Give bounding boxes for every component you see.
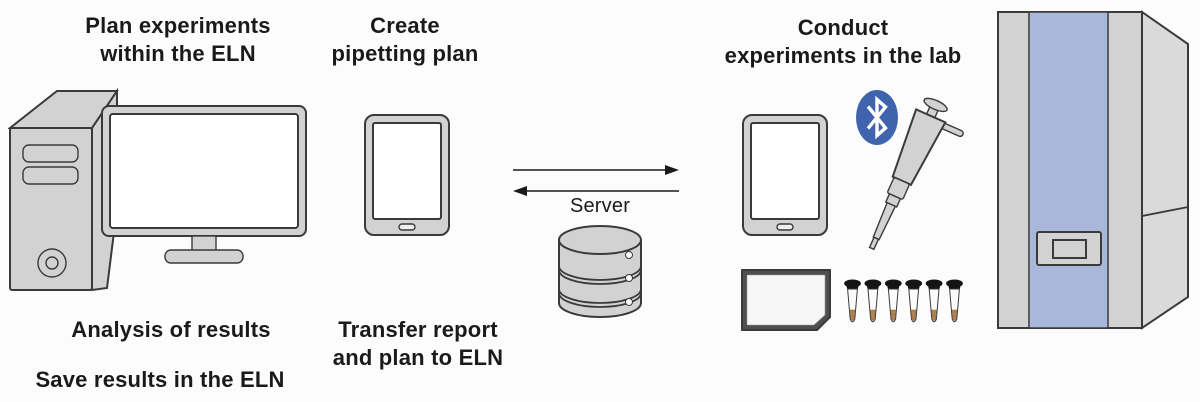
database-joint-2b (558, 292, 642, 308)
database-led-3 (625, 298, 633, 306)
instrument-door-panel (1028, 11, 1109, 329)
bluetooth-rune (866, 95, 888, 140)
bluetooth-icon (856, 90, 898, 145)
database-server-icon (558, 225, 642, 318)
database-top (558, 225, 642, 255)
pcr-tube (884, 279, 902, 323)
home-button (398, 223, 416, 231)
tablet-screen (372, 122, 442, 220)
pipette-tip (868, 236, 880, 251)
label-analysis-of-results: Analysis of results (71, 317, 271, 342)
pcr-tube (864, 279, 882, 323)
label-server: Server (569, 195, 631, 217)
label-plan-experiments: Plan experiments within the ELN (85, 13, 271, 66)
pipette-body (891, 108, 947, 187)
arrow-left-head (513, 186, 527, 196)
database-joint-2a (558, 288, 642, 304)
arrow-right-head (665, 165, 679, 175)
database-joint-1b (558, 269, 642, 285)
instrument-handle-grip (1052, 239, 1087, 259)
monitor-base (164, 249, 244, 264)
pcr-tube-strip-icon (844, 279, 963, 323)
label-conduct-experiments: Conduct experiments in the lab (724, 15, 962, 68)
database-joint-1a (558, 265, 642, 281)
pipette-plunger-button (923, 97, 948, 113)
instrument-side-seam (1141, 206, 1189, 217)
lab-instrument-icon (997, 10, 1189, 330)
microplate-icon (741, 269, 831, 331)
drive-bay-2 (22, 166, 79, 185)
database-led-1 (625, 251, 633, 259)
monitor-screen (109, 113, 299, 229)
database-body (558, 239, 642, 318)
home-button (776, 223, 794, 231)
pcr-tube (844, 279, 861, 323)
tablet-screen (750, 122, 820, 220)
microplate-wells (746, 274, 826, 326)
instrument-side-face (1141, 10, 1189, 330)
sync-arrows-icon (513, 165, 679, 196)
pcr-tube (925, 279, 943, 323)
pcr-tube (905, 279, 923, 323)
pcr-tube (946, 279, 963, 323)
database-led-2 (625, 274, 633, 282)
power-button-dot (45, 256, 59, 270)
label-transfer-report: Transfer report and plan to ELN (332, 317, 504, 370)
pipette-icon (868, 97, 964, 251)
label-create-pipetting-plan: Create pipetting plan (331, 13, 479, 66)
desktop-computer-icon (8, 88, 307, 292)
pipette-shaft (872, 201, 897, 241)
tablet-icon (742, 114, 828, 236)
tablet-icon (364, 114, 450, 236)
label-save-results: Save results in the ELN (35, 367, 285, 392)
drive-bay-1 (22, 144, 79, 163)
